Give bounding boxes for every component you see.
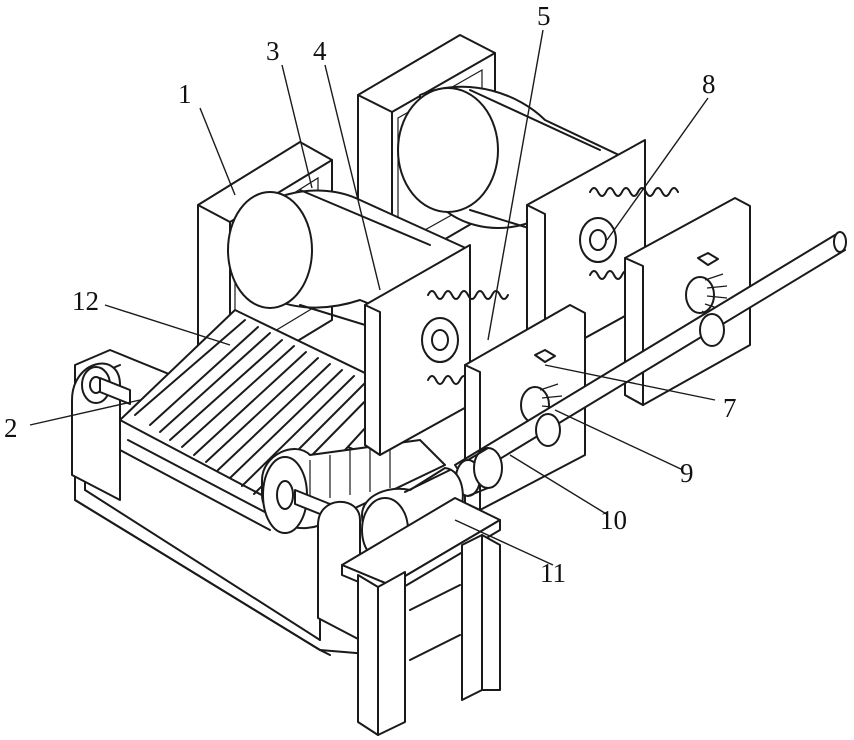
label-5: 5 (537, 1, 551, 31)
label-10: 10 (600, 505, 627, 535)
label-8: 8 (702, 69, 716, 99)
label-9: 9 (680, 458, 694, 488)
label-7: 7 (723, 393, 737, 423)
label-3: 3 (266, 36, 280, 66)
label-2: 2 (4, 413, 18, 443)
label-4: 4 (313, 36, 327, 66)
label-12: 12 (72, 286, 99, 316)
label-1: 1 (178, 79, 192, 109)
label-11: 11 (540, 558, 566, 588)
